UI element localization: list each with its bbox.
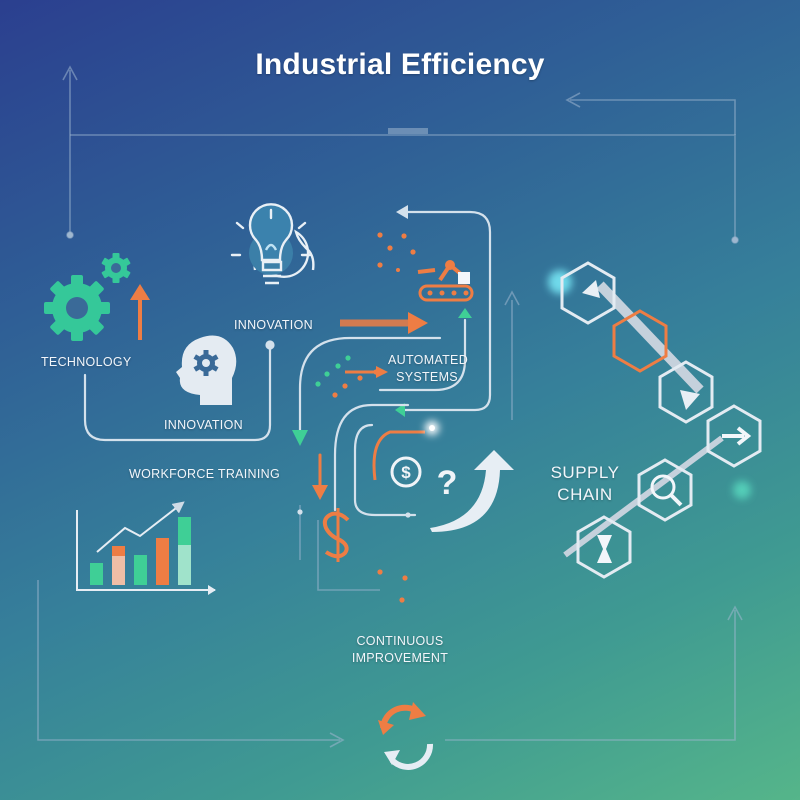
- orange-flow-arrows: [340, 312, 439, 481]
- label-continuous-line1: CONTINUOUS: [356, 634, 444, 648]
- gears-icon: [44, 253, 131, 341]
- label-automated-line1: AUTOMATED: [388, 353, 469, 367]
- dotted-trails: [297, 232, 416, 603]
- frame-lines: [37, 65, 743, 748]
- label-supply-line1: SUPPLY: [550, 463, 620, 482]
- lightbulb-icon: [230, 203, 315, 285]
- label-supply-line2: CHAIN: [557, 485, 613, 504]
- page-title: Industrial Efficiency: [255, 48, 545, 81]
- label-workforce-training: WORKFORCE TRAINING: [129, 467, 281, 481]
- flow-lines: [83, 205, 492, 517]
- down-arrow-icon: [312, 485, 328, 500]
- head-gear-icon: [176, 335, 237, 405]
- robot-arm-conveyor-icon: [396, 260, 474, 302]
- svg-text:$: $: [401, 463, 411, 482]
- label-automated-line2: SYSTEMS: [396, 370, 458, 384]
- label-automated-systems: AUTOMATED SYSTEMS: [388, 352, 469, 386]
- tech-up-arrow-icon: [130, 284, 150, 340]
- label-continuous-improvement: CONTINUOUS IMPROVEMENT: [342, 633, 458, 667]
- dollar-sign-icon: [322, 508, 350, 562]
- curved-up-arrow-icon: [430, 450, 514, 532]
- cycle-arrows-icon: [378, 702, 433, 770]
- label-innovation-mid: INNOVATION: [164, 418, 243, 432]
- label-technology: TECHNOLOGY: [41, 355, 132, 369]
- bar-chart-icon: [76, 501, 216, 595]
- label-innovation-top: INNOVATION: [234, 318, 313, 332]
- dollar-question-icon: $ ?: [390, 456, 458, 502]
- label-supply-chain: SUPPLY CHAIN: [545, 462, 625, 506]
- label-continuous-line2: IMPROVEMENT: [351, 651, 449, 665]
- hexagon-chain-icon: [548, 261, 762, 579]
- svg-text:?: ?: [437, 464, 458, 502]
